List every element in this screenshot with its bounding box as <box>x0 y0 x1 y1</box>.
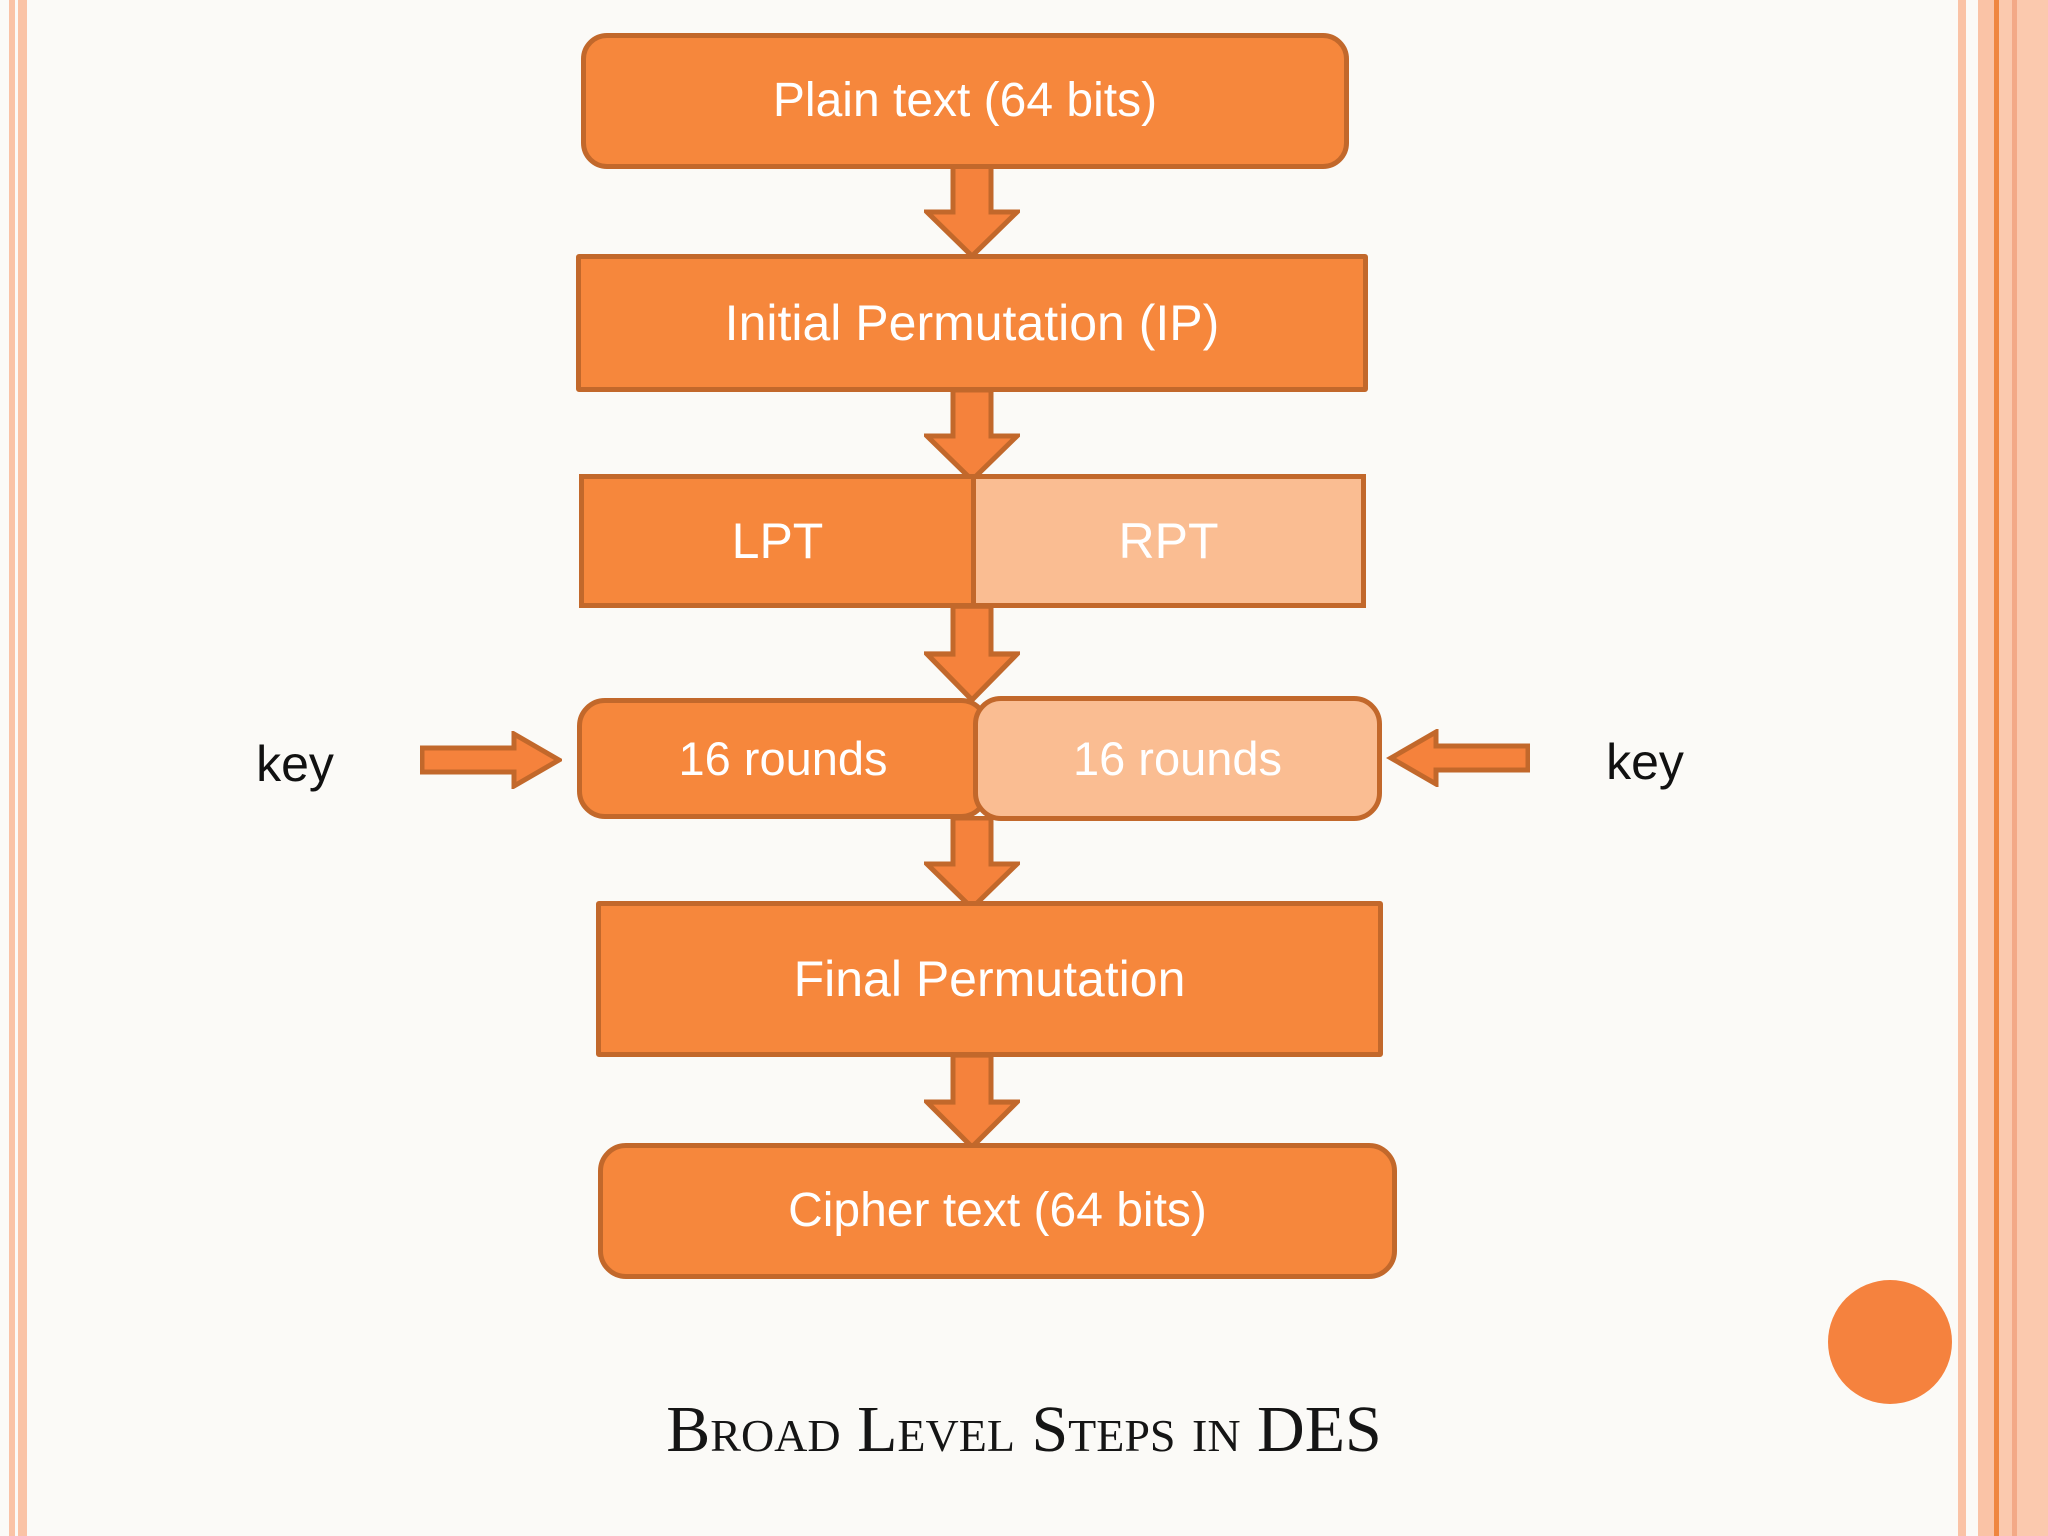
sixteen-rounds-left-label: 16 rounds <box>678 732 888 785</box>
initial-permutation-box: Initial Permutation (IP) <box>576 254 1368 392</box>
right-border-stripe <box>1978 0 1994 1536</box>
accent-circle <box>1828 1280 1952 1404</box>
down-arrow-icon <box>924 1053 1020 1149</box>
down-arrow-icon <box>924 816 1020 910</box>
left-arrow-icon <box>1386 729 1530 787</box>
cipher-text-label: Cipher text (64 bits) <box>788 1184 1207 1237</box>
right-border-accent-line <box>1994 0 1999 1536</box>
initial-permutation-label: Initial Permutation (IP) <box>724 295 1220 351</box>
sixteen-rounds-left-box: 16 rounds <box>577 698 989 819</box>
key-label-left: key <box>256 736 334 792</box>
final-permutation-box: Final Permutation <box>596 901 1383 1057</box>
rpt-box: RPT <box>971 474 1366 608</box>
left-border-stripe <box>9 0 15 1536</box>
key-label-right: key <box>1606 734 1684 790</box>
lpt-label: LPT <box>731 513 824 569</box>
cipher-text-box: Cipher text (64 bits) <box>598 1143 1397 1279</box>
right-border-stripe <box>1958 0 1966 1536</box>
plain-text-label: Plain text (64 bits) <box>772 74 1158 127</box>
down-arrow-icon <box>924 604 1020 702</box>
right-arrow-icon <box>420 731 562 789</box>
final-permutation-label: Final Permutation <box>793 951 1186 1007</box>
lpt-box: LPT <box>579 474 976 608</box>
plain-text-box: Plain text (64 bits) <box>581 33 1349 169</box>
down-arrow-icon <box>924 388 1020 482</box>
sixteen-rounds-right-label: 16 rounds <box>1072 732 1283 785</box>
slide-title: Broad Level Steps in DES <box>666 1393 1382 1466</box>
right-border-stripe <box>1999 0 2048 1536</box>
rpt-label: RPT <box>1118 513 1219 569</box>
left-border-stripe <box>18 0 27 1536</box>
sixteen-rounds-right-box: 16 rounds <box>973 696 1382 821</box>
right-border-stripe <box>2012 0 2017 1536</box>
down-arrow-icon <box>924 164 1020 258</box>
